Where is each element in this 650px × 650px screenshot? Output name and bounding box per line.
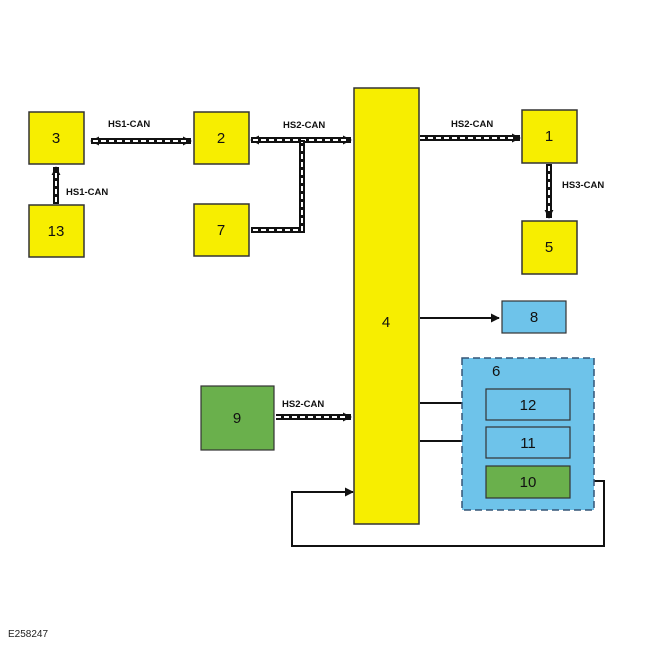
module-8-label: 8 xyxy=(530,309,538,326)
module-13: 13 xyxy=(28,204,85,258)
module-3-label: 3 xyxy=(52,130,60,147)
module-13-label: 13 xyxy=(48,223,65,240)
bus-labels: HS1-CAN HS1-CAN HS2-CAN HS2-CAN HS3-CAN … xyxy=(66,119,604,410)
module-1: 1 xyxy=(521,109,578,164)
module-12: 12 xyxy=(485,388,571,421)
module-11-label: 11 xyxy=(520,435,536,452)
module-1-label: 1 xyxy=(545,128,553,145)
module-9: 9 xyxy=(200,385,275,451)
bus-label-3-2: HS1-CAN xyxy=(108,119,150,130)
module-11: 11 xyxy=(485,426,571,459)
module-4: 4 xyxy=(353,87,420,525)
module-6-label: 6 xyxy=(492,363,500,380)
figure-id: E258247 xyxy=(8,629,49,640)
module-7: 7 xyxy=(193,203,250,257)
module-12-label: 12 xyxy=(520,397,537,414)
module-5-label: 5 xyxy=(545,239,553,256)
module-10-label: 10 xyxy=(520,474,537,491)
module-7-label: 7 xyxy=(217,222,225,239)
module-2-label: 2 xyxy=(217,130,225,147)
bus-label-9-4: HS2-CAN xyxy=(282,399,324,410)
module-4-label: 4 xyxy=(382,314,390,331)
module-9-label: 9 xyxy=(233,410,241,427)
link-10-4 xyxy=(291,480,605,547)
bus-label-13-3: HS1-CAN xyxy=(66,187,108,198)
bus-label-2-4: HS2-CAN xyxy=(283,120,325,131)
module-5: 5 xyxy=(521,220,578,275)
bus-label-1-5: HS3-CAN xyxy=(562,180,604,191)
bus-line-7-branch xyxy=(251,140,305,233)
module-8: 8 xyxy=(501,300,567,334)
module-10: 10 xyxy=(485,465,571,499)
can-bus-links xyxy=(51,133,554,422)
module-2: 2 xyxy=(193,111,250,165)
bus-label-4-1: HS2-CAN xyxy=(451,119,493,130)
module-6-group: 6 12 11 10 xyxy=(461,357,595,511)
module-3: 3 xyxy=(28,111,85,165)
